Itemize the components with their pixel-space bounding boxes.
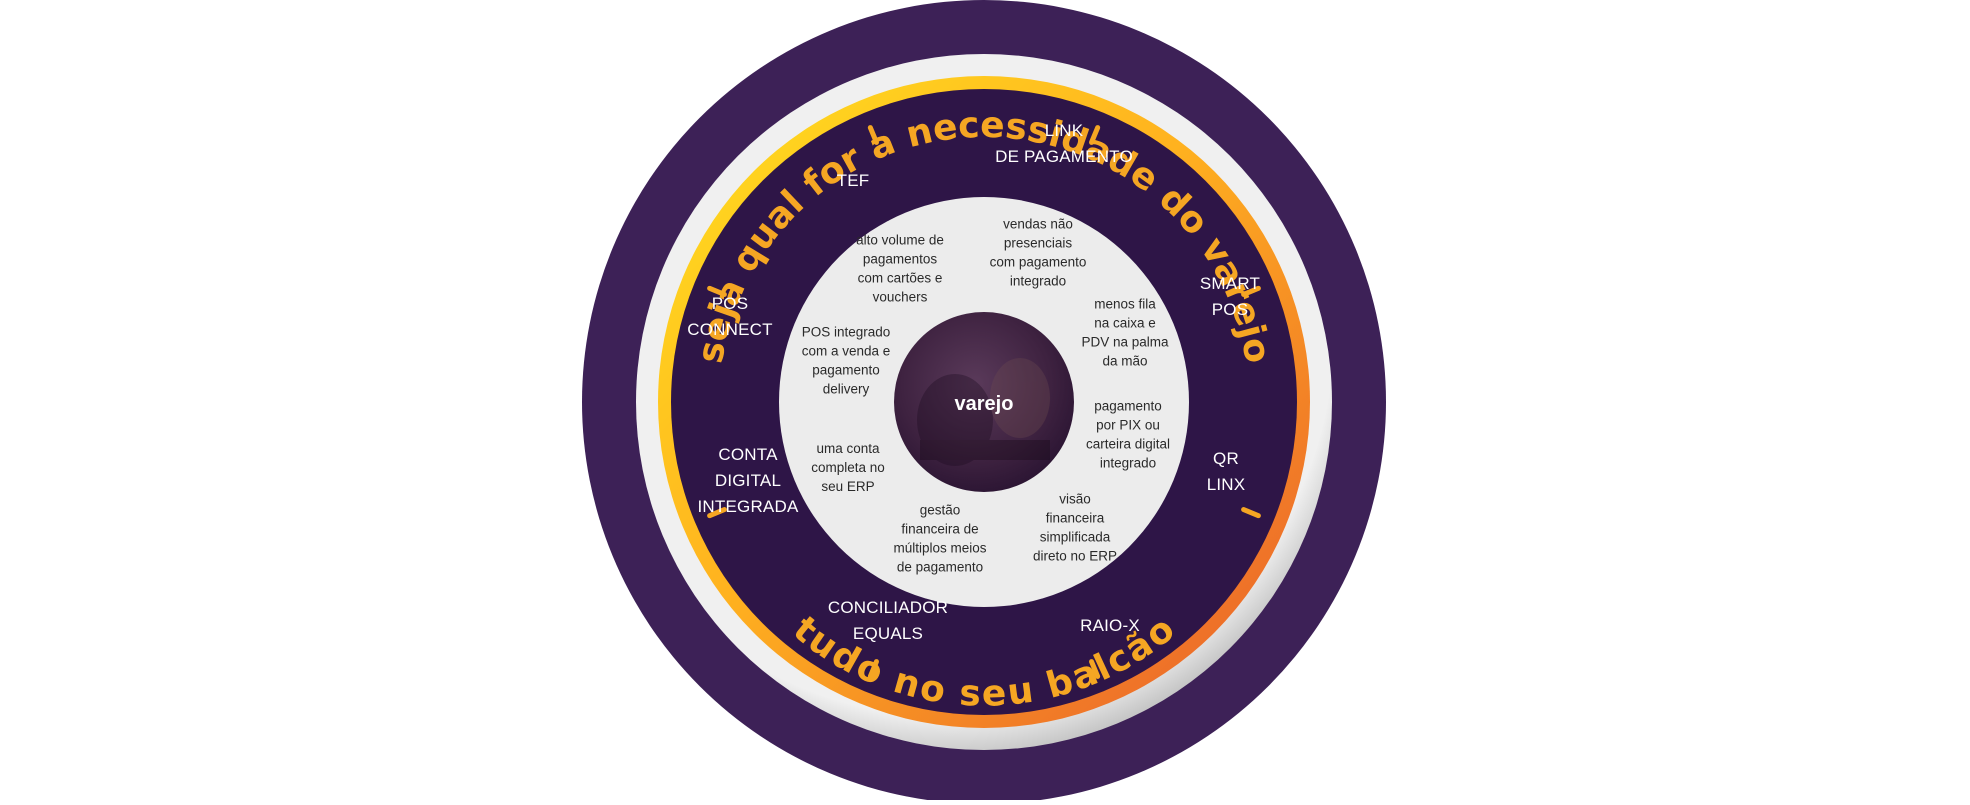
sector-divider (1241, 507, 1261, 519)
sector-divider (707, 285, 727, 297)
benefit-label-line: vouchers (873, 290, 928, 305)
benefit-label-line: pagamento (812, 363, 880, 378)
product-label: TEF (837, 171, 870, 190)
sector-divider (1089, 125, 1101, 145)
benefit-label: visão financeira simplificada direto no ERP (1033, 492, 1117, 564)
product-label: CONCILIADOR EQUALS (828, 598, 948, 643)
benefit-label: menos fila na caixa e PDV na palma da mão (1081, 297, 1169, 369)
benefit-label-line: com pagamento (990, 255, 1087, 270)
benefit-label-line: uma conta (816, 441, 880, 456)
benefit-label: pagamento por PIX ou carteira digital integ… (1086, 399, 1170, 471)
benefit-label-line: com cartões e (858, 271, 943, 286)
center-hub (894, 312, 1074, 492)
product-label-line: CONCILIADOR (828, 598, 948, 617)
benefit-label-line: delivery (823, 382, 870, 397)
product-label-line: SMART (1200, 274, 1260, 293)
product-label-line: TEF (837, 171, 870, 190)
benefit-label-line: alto volume de (856, 233, 944, 248)
benefit-labels: vendas não presenciais com pagamento integr… (802, 217, 1170, 575)
product-label-line: QR (1213, 449, 1239, 468)
benefit-label-line: completa no (811, 460, 885, 475)
product-label-line: RAIO-X (1080, 616, 1140, 635)
sector-divider (1089, 659, 1101, 679)
product-labels: LINK DE PAGAMENTO SMART POS QR LINX RAIO-X CONC… (687, 121, 1260, 643)
benefit-label-line: de pagamento (897, 560, 983, 575)
benefit-label-line: carteira digital (1086, 437, 1170, 452)
sector-divider (1241, 285, 1261, 297)
product-label-line: EQUALS (853, 624, 923, 643)
product-label: LINK DE PAGAMENTO (995, 121, 1133, 166)
benefit-label-line: com a venda e (802, 344, 891, 359)
product-label: RAIO-X (1080, 616, 1140, 635)
benefit-label: gestão financeira de múltiplos meios de pag… (893, 503, 986, 575)
benefit-label-line: gestão (920, 503, 961, 518)
benefit-label: uma conta completa no seu ERP (811, 441, 885, 494)
benefit-label: alto volume de pagamentos com cartões e vou… (856, 233, 944, 305)
benefit-label-line: da mão (1102, 354, 1147, 369)
benefit-label-line: menos fila (1094, 297, 1156, 312)
benefit-label-line: por PIX ou (1096, 418, 1160, 433)
benefit-label-line: seu ERP (821, 479, 874, 494)
benefit-label-line: financeira de (901, 522, 978, 537)
center-photo-shadows (917, 358, 1050, 466)
benefit-label: POS integrado com a venda e pagamento deliv… (802, 325, 891, 397)
product-label-line: INTEGRADA (698, 497, 799, 516)
benefit-label: vendas não presenciais com pagamento integr… (990, 217, 1087, 289)
center-label: varejo (955, 393, 1014, 415)
benefit-label-line: visão (1059, 492, 1091, 507)
benefit-label-line: pagamentos (863, 252, 938, 267)
sector-divider (707, 507, 727, 519)
product-label-line: POS (712, 294, 749, 313)
product-label-line: DE PAGAMENTO (995, 147, 1133, 166)
benefit-label-line: simplificada (1040, 530, 1111, 545)
benefit-label-line: direto no ERP (1033, 549, 1117, 564)
benefit-label-line: vendas não (1003, 217, 1073, 232)
benefit-label-line: na caixa e (1094, 316, 1156, 331)
product-label: POS CONNECT (687, 294, 772, 339)
sector-divider (867, 659, 879, 679)
product-label: CONTA DIGITAL INTEGRADA (698, 445, 799, 516)
benefit-label-line: POS integrado (802, 325, 891, 340)
benefit-label-line: integrado (1100, 456, 1156, 471)
product-label-line: LINK (1045, 121, 1084, 140)
benefit-label-line: financeira (1046, 511, 1105, 526)
product-label-line: CONTA (718, 445, 778, 464)
ring-dividers (707, 125, 1261, 679)
benefit-label-line: presenciais (1004, 236, 1073, 251)
product-label-line: CONNECT (687, 320, 772, 339)
sector-divider (867, 125, 879, 145)
product-label-line: DIGITAL (715, 471, 781, 490)
product-label-line: LINX (1207, 475, 1246, 494)
product-label-line: POS (1212, 300, 1249, 319)
product-label: QR LINX (1207, 449, 1246, 494)
benefit-label-line: PDV na palma (1081, 335, 1169, 350)
benefit-label-line: pagamento (1094, 399, 1162, 414)
benefit-label-line: múltiplos meios (893, 541, 986, 556)
product-label: SMART POS (1200, 274, 1260, 319)
benefit-label-line: integrado (1010, 274, 1066, 289)
